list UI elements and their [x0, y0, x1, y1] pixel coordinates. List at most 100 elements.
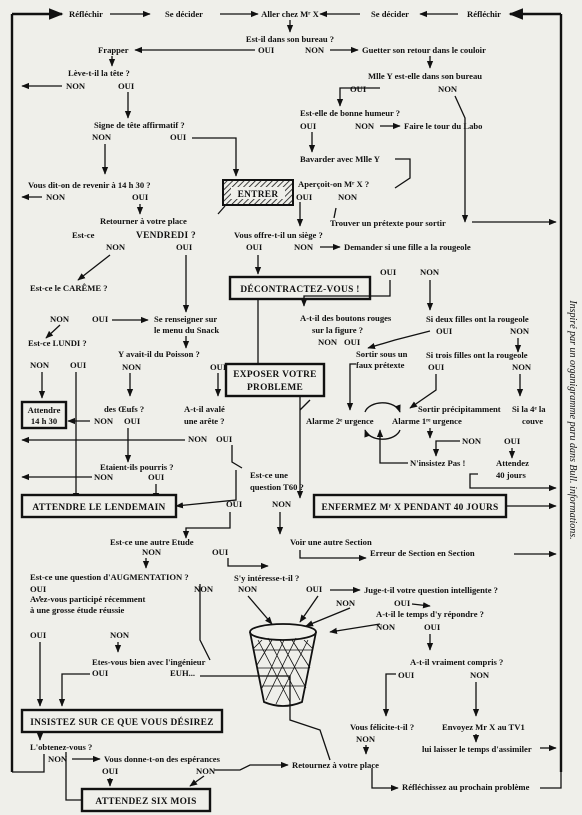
oeufs-oui: OUI: [124, 416, 141, 426]
node-revenir: Vous dit-on de revenir à 14 h 30 ?: [28, 180, 151, 190]
node-entrer: ENTRER: [238, 190, 279, 200]
reflechir-right: Réfléchir: [467, 9, 501, 19]
apercoit-non: NON: [338, 192, 358, 202]
top-row: Réfléchir Se décider Aller chez Mʳ X Se …: [69, 9, 501, 19]
intelligente-non: NON: [336, 598, 356, 608]
node-siege: Vous offre-t-il un siège ?: [234, 230, 323, 240]
node-t60-a: Est-ce une: [250, 470, 288, 480]
node-apercoit: Aperçoit-on Mʳ X ?: [298, 179, 369, 189]
aller-chez-x: Aller chez Mʳ X: [261, 9, 319, 19]
node-oeufs: des Œufs ?: [104, 404, 144, 414]
bureau-non: NON: [305, 45, 325, 55]
poisson-non: NON: [122, 362, 142, 372]
siege-non: NON: [294, 242, 314, 252]
node-t60-b: question T60 ?: [250, 482, 304, 492]
node-autre-etude: Est-ce une autre Etude: [110, 537, 194, 547]
augmentation-non: NON: [194, 584, 214, 594]
node-alarme1: Alarme 1ʳᵉ urgence: [392, 416, 462, 426]
node-retournez: Retournez à votre place: [292, 760, 379, 770]
node-sortir-faux-a: Sortir sous un: [356, 349, 408, 359]
node-attendre-a: Attendre: [28, 405, 61, 415]
node-snack-b: le menu du Snack: [154, 325, 219, 335]
node-intelligente: Juge-t-il votre question intelligente ?: [364, 585, 498, 595]
node-boutons-a: A-t-il des boutons rouges: [300, 313, 392, 323]
felicite-non: NON: [356, 734, 376, 744]
node-tete: Lève-t-il la tête ?: [68, 68, 130, 78]
node-frapper: Frapper: [98, 45, 129, 55]
node-lendemain: ATTENDRE LE LENDEMAIN: [32, 503, 165, 513]
deux-filles-oui: OUI: [436, 326, 453, 336]
t60-non: NON: [272, 499, 292, 509]
vendredi-non: NON: [106, 242, 126, 252]
obtenez-non: NON: [48, 754, 68, 764]
boutons-oui: OUI: [344, 337, 361, 347]
mlle-y-oui: OUI: [350, 84, 367, 94]
bureau-oui: OUI: [258, 45, 275, 55]
node-tour-labo: Faire le tour du Labo: [404, 121, 482, 131]
signe-oui: OUI: [170, 132, 187, 142]
node-couve-b: couve: [522, 416, 543, 426]
node-exposer-b: PROBLEME: [247, 383, 303, 393]
node-compris: A-t-il vraiment compris ?: [410, 657, 503, 667]
vendredi-oui: OUI: [176, 242, 193, 252]
node-vendredi-a: Est-ce: [72, 230, 95, 240]
avale-non: NON: [188, 434, 208, 444]
node-attendez40-b: 40 jours: [496, 470, 526, 480]
node-lundi: Est-ce LUNDI ?: [28, 338, 87, 348]
node-insistez-pas: N'insistez Pas !: [410, 458, 466, 468]
esperances-non: NON: [196, 766, 216, 776]
tete-non: NON: [66, 81, 86, 91]
node-boutons-b: sur la figure ?: [312, 325, 363, 335]
lundi-oui-top: OUI: [92, 314, 109, 324]
lundi-non-top: NON: [50, 314, 70, 324]
rougeole-oui: OUI: [380, 267, 397, 277]
node-signe: Signe de tête affirmatif ?: [94, 120, 185, 130]
node-vendredi-b: VENDREDI ?: [136, 231, 196, 241]
t60-oui: OUI: [226, 499, 243, 509]
humeur-oui: OUI: [300, 121, 317, 131]
node-attendre-b: 14 h 30: [31, 416, 57, 426]
node-participe-a: Avez-vous participé récemment: [30, 594, 145, 604]
mlle-y-non: NON: [438, 84, 458, 94]
humeur-non: NON: [355, 121, 375, 131]
node-temps: A-t-il le temps d'y répondre ?: [376, 609, 484, 619]
node-humeur: Est-elle de bonne humeur ?: [300, 108, 400, 118]
lundi-non: NON: [30, 360, 50, 370]
rougeole-non: NON: [420, 267, 440, 277]
interesse-non: NON: [238, 584, 258, 594]
node-participe-b: à une grosse étude réussie: [30, 605, 125, 615]
node-felicite: Vous félicite-t-il ?: [350, 722, 414, 732]
node-couve-a: Si la 4ᵉ la: [512, 404, 546, 414]
esperances-oui: OUI: [102, 766, 119, 776]
node-avale-b: une arête ?: [184, 416, 225, 426]
node-bureau: Est-il dans son bureau ?: [246, 34, 334, 44]
node-assimiler: lui laisser le temps d'assimiler: [422, 744, 532, 754]
node-mlle-y: Mlle Y est-elle dans son bureau: [368, 71, 482, 81]
compris-non: NON: [470, 670, 490, 680]
node-deux-filles: Si deux filles ont la rougeole: [426, 314, 529, 324]
node-ingenieur: Etes-vous bien avec l'ingénieur: [92, 657, 206, 667]
trois-filles-oui: OUI: [428, 362, 445, 372]
revenir-non: NON: [46, 192, 66, 202]
node-guetter: Guetter son retour dans le couloir: [362, 45, 486, 55]
pourris-non: NON: [94, 472, 114, 482]
temps-oui: OUI: [424, 622, 441, 632]
node-pretexte: Trouver un prétexte pour sortir: [330, 218, 446, 228]
decontractez-box: [228, 275, 372, 301]
node-six-mois: ATTENDEZ SIX MOIS: [95, 797, 196, 807]
node-interesse: S'y intéresse-t-il ?: [234, 573, 299, 583]
tete-oui: OUI: [118, 81, 135, 91]
node-augmentation: Est-ce une question d'AUGMENTATION ?: [30, 572, 189, 582]
exposer-box: [224, 362, 326, 398]
interesse-oui: OUI: [306, 584, 323, 594]
oeufs-non: NON: [94, 416, 114, 426]
temps-non: NON: [376, 622, 396, 632]
outer-loop: [10, 8, 563, 772]
wastebasket: [249, 623, 317, 707]
node-insistez: INSISTEZ SUR CE QUE VOUS DÉSIREZ: [30, 716, 214, 728]
attendre-box: [20, 400, 68, 430]
etude-non: NON: [142, 547, 162, 557]
ingenieur-euh: EUH...: [170, 668, 195, 678]
node-snack-a: Se renseigner sur: [154, 314, 217, 324]
node-esperances: Vous donne-t-on des espérances: [104, 754, 221, 764]
